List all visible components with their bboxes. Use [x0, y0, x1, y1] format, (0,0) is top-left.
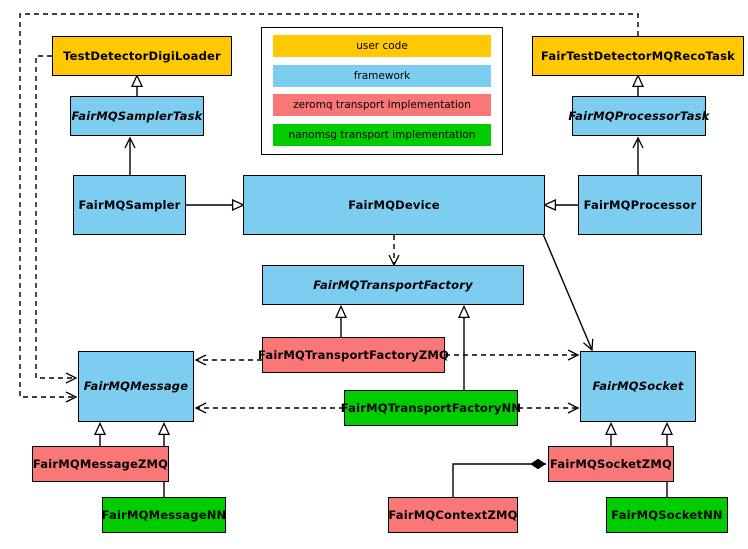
class-node-FairMQSampler[interactable]: FairMQSampler [73, 175, 186, 235]
edge-recotask-to-message [19, 13, 639, 397]
legend-row-nanomsg: nanomsg transport implementation [273, 124, 491, 146]
legend-row-framework: framework [273, 65, 491, 87]
class-node-FairMQSocketZMQ[interactable]: FairMQSocketZMQ [548, 446, 674, 482]
class-node-FairMQMessageZMQ[interactable]: FairMQMessageZMQ [32, 446, 169, 482]
class-node-FairMQTransportFactory[interactable]: FairMQTransportFactory [262, 265, 524, 305]
class-node-FairMQTransportFactoryZMQ[interactable]: FairMQTransportFactoryZMQ [258, 337, 449, 373]
legend-row-zeromq: zeromq transport implementation [273, 94, 491, 116]
class-node-FairMQContextZMQ[interactable]: FairMQContextZMQ [388, 497, 518, 533]
legend-row-user: user code [273, 35, 491, 57]
edge-device-to-socket [542, 233, 592, 350]
class-node-FairMQDevice[interactable]: FairMQDevice [243, 175, 545, 235]
class-node-FairMQProcessor[interactable]: FairMQProcessor [578, 175, 702, 235]
class-node-FairMQTransportFactoryNN[interactable]: FairMQTransportFactoryNN [341, 390, 521, 426]
class-node-FairMQSocketNN[interactable]: FairMQSocketNN [606, 497, 728, 533]
class-node-FairMQMessage[interactable]: FairMQMessage [78, 351, 194, 422]
class-node-FairMQProcessorTask[interactable]: FairMQProcessorTask [568, 96, 709, 136]
class-node-FairTestDetectorMQRecoTask[interactable]: FairTestDetectorMQRecoTask [532, 36, 744, 76]
class-node-FairMQSamplerTask[interactable]: FairMQSamplerTask [70, 96, 204, 136]
class-node-TestDetectorDigiLoader[interactable]: TestDetectorDigiLoader [52, 36, 232, 76]
class-node-FairMQMessageNN[interactable]: FairMQMessageNN [102, 497, 226, 533]
edge-contextzmq-to-socketzmq [452, 458, 546, 497]
class-node-FairMQSocket[interactable]: FairMQSocket [580, 351, 696, 422]
